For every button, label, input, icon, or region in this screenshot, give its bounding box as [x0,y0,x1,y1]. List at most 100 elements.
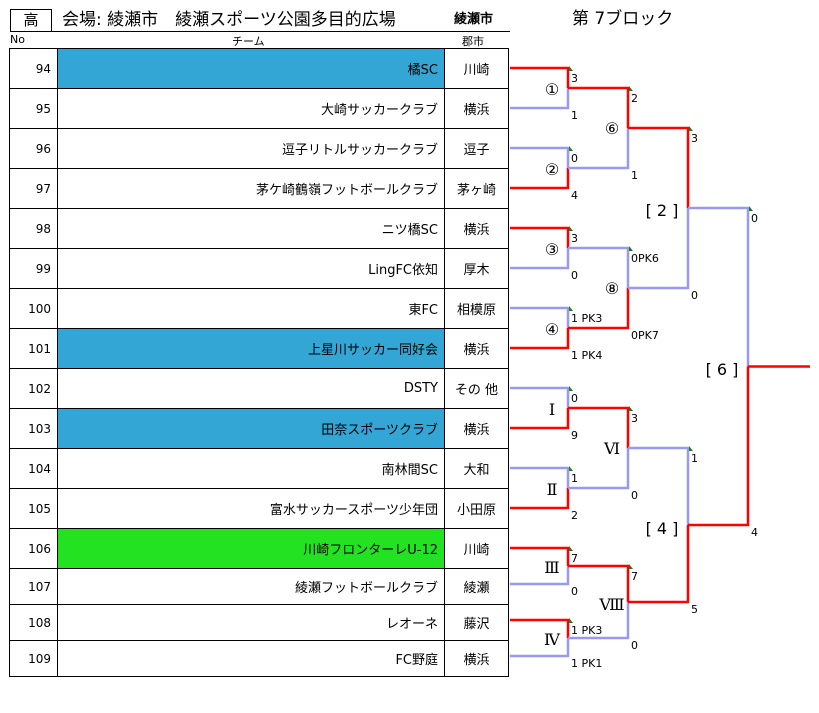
column-header-no: No [10,33,25,46]
team-number: 95 [10,89,58,128]
bracket-line [628,446,690,525]
winner-marker-icon [569,146,573,151]
winner-marker-icon [629,86,633,91]
score-top: 1 [691,452,698,465]
team-name: 川崎フロンターレU-12 [58,529,445,568]
team-city: 茅ヶ崎 [456,183,496,198]
match-label: Ⅰ [549,400,555,419]
bracket-line [510,488,570,510]
bracket-line [510,408,570,430]
match-label: ⑥ [605,119,619,138]
team-city: 横浜 [463,423,490,438]
team-city: 藤沢 [463,617,490,632]
score-bottom: 0 [691,289,698,302]
match-label: [ 6 ] [706,360,739,379]
team-name: 逗子リトルサッカークラブ [58,129,445,168]
team-city: 小田原 [456,503,496,518]
team-number: 98 [10,209,58,248]
score-bottom: 0PK7 [631,329,659,342]
team-city: 横浜 [463,343,490,358]
bracket-line [568,86,630,128]
team-number: 101 [10,329,58,368]
bracket-line [568,288,630,330]
team-city: 逗子 [463,143,490,158]
match-label: [ 2 ] [646,201,679,220]
match-label: Ⅲ [544,558,559,577]
bracket-line [510,386,570,408]
bracket-line [688,206,750,367]
team-city: 川崎 [463,63,490,78]
team-number: 104 [10,449,58,488]
score-top: 0 [751,212,758,225]
team-city: 横浜 [463,103,490,118]
team-number: 106 [10,529,58,568]
score-bottom: 0 [631,489,638,502]
team-name: 茅ケ崎鶴嶺フットボールクラブ [58,169,445,208]
bracket-line [568,602,630,640]
bracket-line [510,248,570,270]
bracket-line [628,126,690,208]
score-bottom: 0 [571,269,578,282]
match-label: ① [545,80,559,99]
bracket-line [688,366,750,527]
score-bottom: 1 [631,169,638,182]
score-top: 7 [571,552,578,565]
team-number: 100 [10,289,58,328]
team-city: その 他 [454,383,499,398]
bracket-line [510,168,570,190]
bracket-line [510,88,570,110]
bracket-line [510,328,570,350]
team-name: FC野庭 [58,641,445,676]
match-label: Ⅵ [603,439,620,458]
team-name: ニツ橋SC [58,209,445,248]
team-name: 綾瀬フットボールクラブ [58,569,445,604]
match-label: ② [545,160,559,179]
team-name: LingFC依知 [58,249,445,288]
match-label: Ⅷ [598,595,624,614]
team-city: 相模原 [456,303,496,318]
team-number: 96 [10,129,58,168]
score-bottom: 1 [571,109,578,122]
bracket-line [510,306,570,328]
team-name: 南林間SC [58,449,445,488]
team-name: 上星川サッカー同好会 [58,329,445,368]
bracket-line [510,146,570,168]
winner-marker-icon [569,618,573,623]
winner-marker-icon [569,306,573,311]
team-city: 横浜 [463,223,490,238]
bracket-line [568,448,630,490]
team-city: 厚木 [463,263,490,278]
score-top: 0 [571,152,578,165]
page-header: 高 会場: 綾瀬市 綾瀬スポーツ公園多目的広場 綾瀬市 第 7ブロック No チ… [0,0,819,52]
score-top: 0 [571,392,578,405]
score-top: 1 PK3 [571,312,602,325]
score-top: 0PK6 [631,252,659,265]
team-name: 東FC [58,289,445,328]
score-top: 3 [691,132,698,145]
team-number: 97 [10,169,58,208]
team-city: 川崎 [463,543,490,558]
venue-city: 綾瀬市 [454,12,494,27]
team-number: 103 [10,409,58,448]
match-label: Ⅱ [547,480,558,499]
bracket-line [510,638,570,658]
winner-marker-icon [629,246,633,251]
match-label: [ 4 ] [646,519,679,538]
score-top: 7 [631,570,638,583]
team-number: 105 [10,489,58,528]
score-top: 1 PK3 [571,624,602,637]
team-name: DSTY [58,369,445,408]
match-label: ④ [545,320,559,339]
score-top: 2 [631,92,638,105]
column-header-team: チーム [232,35,265,48]
team-number: 94 [10,49,58,88]
